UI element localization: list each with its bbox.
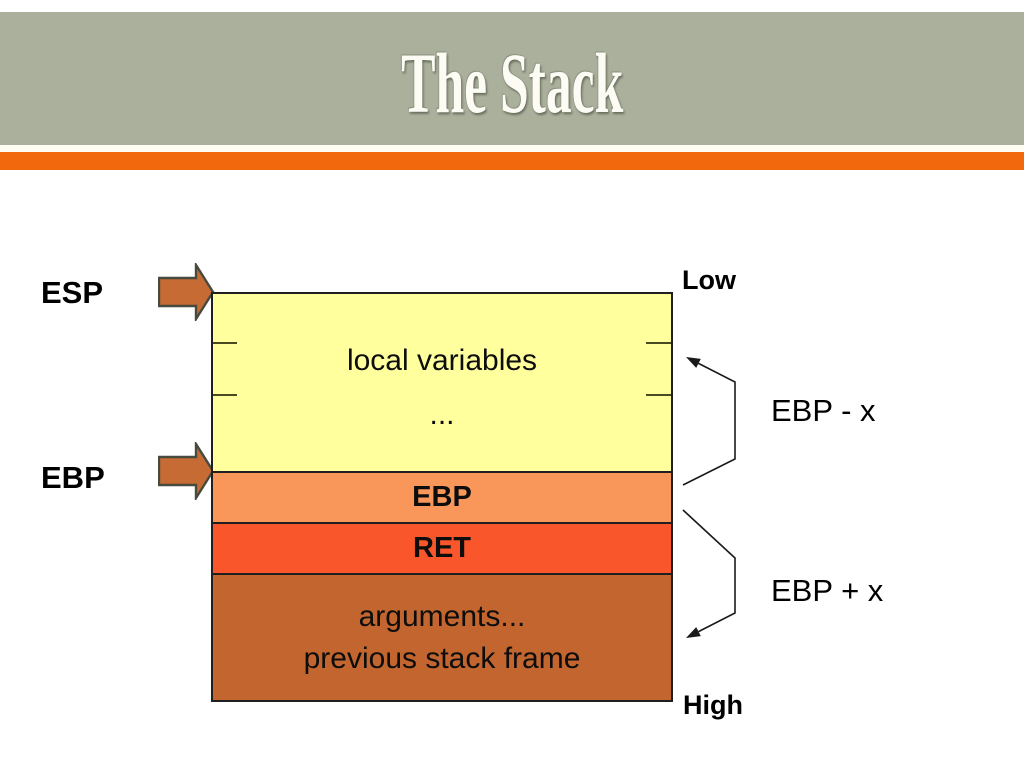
region-arguments: arguments... previous stack frame — [213, 573, 671, 700]
low-address-label: Low — [682, 265, 736, 295]
region-local-variables-label: local variables — [346, 344, 538, 377]
region-previous-frame-label: previous stack frame — [303, 641, 581, 675]
stack-frame-box: local variables ... EBP RET arguments...… — [211, 292, 673, 702]
slide-title: The Stack — [400, 34, 624, 131]
ebp-plus-x-arrow-icon — [682, 509, 736, 638]
tick-mark — [213, 342, 237, 344]
accent-divider-bar — [0, 152, 1024, 170]
high-address-label: High — [683, 690, 743, 720]
tick-mark — [646, 342, 671, 344]
ebp-plus-x-label: EBP + x — [771, 573, 884, 608]
title-banner: The Stack — [0, 12, 1024, 145]
region-local-variables-ellipsis: ... — [429, 397, 455, 431]
region-local-variables: local variables ... — [213, 294, 671, 471]
ebp-register-label: EBP — [41, 460, 105, 495]
banner-gap — [0, 145, 1024, 152]
esp-pointer-arrow-icon — [158, 263, 215, 321]
tick-mark — [213, 394, 237, 396]
ebp-minus-x-arrow-icon — [682, 357, 736, 486]
region-arguments-label: arguments... — [358, 600, 526, 633]
tick-mark — [646, 394, 671, 396]
offset-bracket-arrows — [682, 357, 736, 638]
region-return-address: RET — [213, 522, 671, 573]
region-saved-ebp: EBP — [213, 471, 671, 522]
ebp-minus-x-label: EBP - x — [771, 393, 876, 428]
ebp-pointer-arrow-icon — [158, 442, 215, 500]
esp-register-label: ESP — [41, 275, 104, 310]
